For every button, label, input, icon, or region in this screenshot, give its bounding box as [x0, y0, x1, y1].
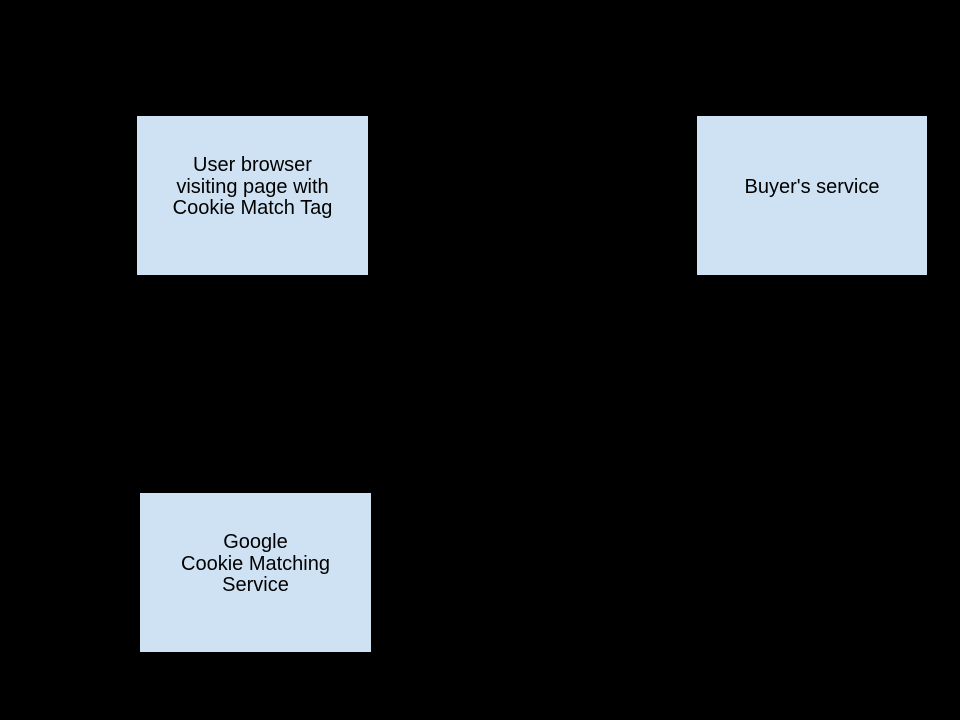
box-buyers-service: Buyer's service [696, 115, 928, 276]
box-google-cookie-matching-service-label: Google Cookie Matching Service [181, 531, 330, 597]
box-buyers-service-label: Buyer's service [744, 175, 880, 198]
box-user-browser: User browser visiting page with Cookie M… [136, 115, 369, 276]
box-google-cookie-matching-service: Google Cookie Matching Service [139, 492, 372, 653]
box-user-browser-label: User browser visiting page with Cookie M… [172, 154, 333, 220]
